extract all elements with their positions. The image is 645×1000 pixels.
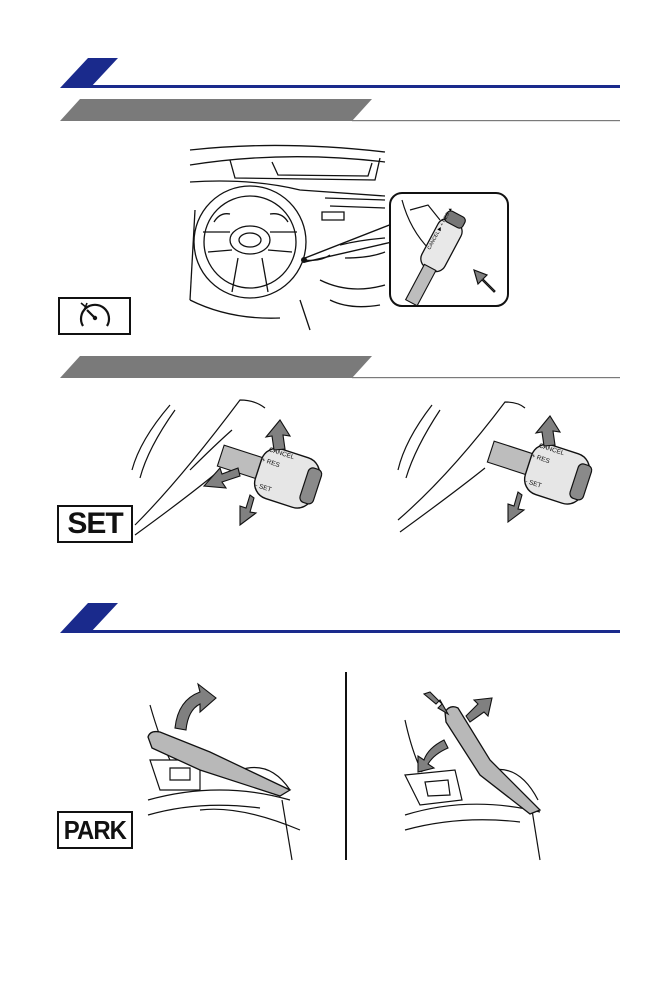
arrow-toward-cancel <box>202 466 241 489</box>
lever-left-set-label: - SET <box>254 482 272 494</box>
section-1-header <box>60 58 620 88</box>
set-icon-label: SET <box>67 507 123 540</box>
arrow-up-res <box>264 419 292 451</box>
subsection-1-header <box>60 99 620 122</box>
arrow-up-res-right <box>534 415 562 447</box>
lever-right-set-label: - SET <box>524 478 542 490</box>
lever-illustration-right: CANCEL + RES - SET <box>397 401 593 533</box>
arrow-pull-up <box>174 682 217 731</box>
cruise-control-icon-box <box>58 297 131 335</box>
dashboard-illustration <box>189 144 393 331</box>
subsection-2-rule <box>352 377 620 379</box>
press-arrow <box>473 269 496 293</box>
parking-lever-right <box>444 706 542 815</box>
lever-callout: CANCEL ▶ + RES ▲ <box>389 192 509 307</box>
park-icon-box: PARK <box>57 811 133 849</box>
set-icon-box: SET <box>57 505 133 543</box>
parking-lever-left <box>147 730 292 797</box>
subsection-2-gray-bar <box>60 356 372 378</box>
park-lever-illustration-left <box>147 682 301 861</box>
arrow-push-button <box>422 691 450 716</box>
speedometer-cruise-icon <box>79 302 110 327</box>
section-1-blue-rule <box>88 85 620 88</box>
subsection-2-header <box>60 356 620 379</box>
subsection-1-gray-bar <box>60 99 372 121</box>
subsection-1-rule <box>352 120 620 122</box>
park-icon-label: PARK <box>63 815 127 845</box>
arrow-lift-release <box>465 697 493 723</box>
arrow-down-set <box>239 494 258 527</box>
arrow-down-set-right <box>507 491 526 524</box>
lever-illustration-left: CANCEL + RES - SET <box>131 399 323 536</box>
arrow-lower-lever <box>417 739 449 773</box>
section-1-blue-tab <box>60 58 118 88</box>
section-2-blue-rule <box>88 630 620 633</box>
vertical-divider <box>345 672 347 860</box>
park-lever-illustration-right <box>404 691 542 861</box>
section-2-blue-tab <box>60 603 118 633</box>
section-2-header <box>60 603 620 633</box>
